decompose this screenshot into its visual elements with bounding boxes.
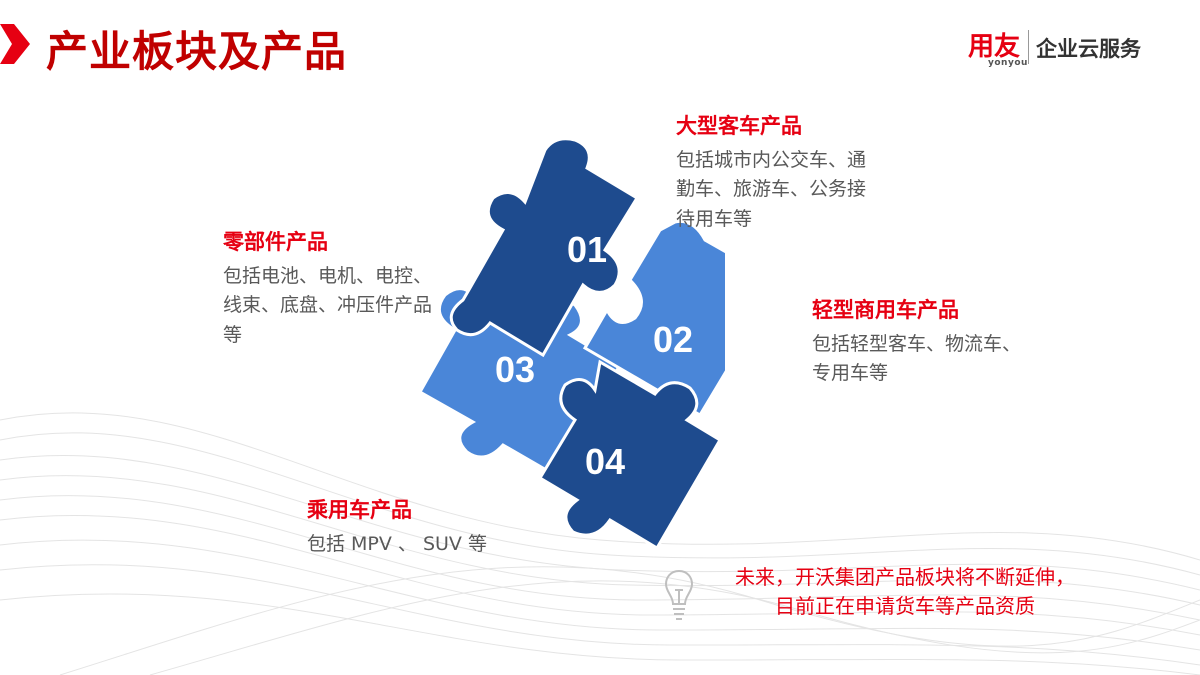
block-title: 轻型商用车产品 [812, 298, 959, 322]
logo-divider [1028, 30, 1029, 64]
puzzle-piece-01: 01 [449, 137, 640, 358]
puzzle-number-03: 03 [495, 349, 535, 390]
block-title: 大型客车产品 [676, 114, 802, 138]
puzzle-piece-01-shape [449, 137, 640, 358]
puzzle-piece-02-shape [582, 219, 725, 418]
puzzle-diagram: 03 02 01 04 [417, 137, 725, 551]
block-passenger-car: 乘用车产品 包括 MPV 、 SUV 等 [307, 494, 497, 559]
block-description: 包括轻型客车、物流车、专用车等 [812, 333, 1022, 385]
note-line-1: 未来，开沃集团产品板块将不断延伸， [735, 565, 1075, 589]
logo-mark: 用友 [968, 32, 1021, 62]
block-title: 零部件产品 [223, 230, 328, 254]
puzzle-piece-04: 04 [537, 359, 723, 551]
puzzle-number-04: 04 [585, 441, 625, 482]
lightbulb-icon [664, 569, 694, 620]
note-line-2: 目前正在申请货车等产品资质 [775, 594, 1035, 618]
puzzle-piece-04-shape [537, 359, 723, 551]
future-note: 未来，开沃集团产品板块将不断延伸， 目前正在申请货车等产品资质 [700, 563, 1110, 621]
logo-text: 企业云服务 [1036, 37, 1141, 61]
block-light-commercial: 轻型商用车产品 包括轻型客车、物流车、专用车等 [812, 294, 1032, 389]
title-chevron-icon [0, 24, 30, 64]
puzzle-number-01: 01 [567, 229, 607, 270]
page-title: 产业板块及产品 [46, 27, 348, 76]
puzzle-piece-02: 02 [582, 219, 725, 418]
block-large-bus: 大型客车产品 包括城市内公交车、通勤车、旅游车、公务接待用车等 [676, 110, 876, 234]
block-description: 包括电池、电机、电控、线束、底盘、冲压件产品等 [223, 265, 433, 346]
block-description: 包括 MPV 、 SUV 等 [307, 533, 487, 555]
block-description: 包括城市内公交车、通勤车、旅游车、公务接待用车等 [676, 149, 867, 230]
block-title: 乘用车产品 [307, 498, 412, 522]
puzzle-number-02: 02 [653, 319, 693, 360]
block-components: 零部件产品 包括电池、电机、电控、线束、底盘、冲压件产品等 [223, 226, 433, 350]
logo-subtext: yonyou [988, 58, 1028, 68]
